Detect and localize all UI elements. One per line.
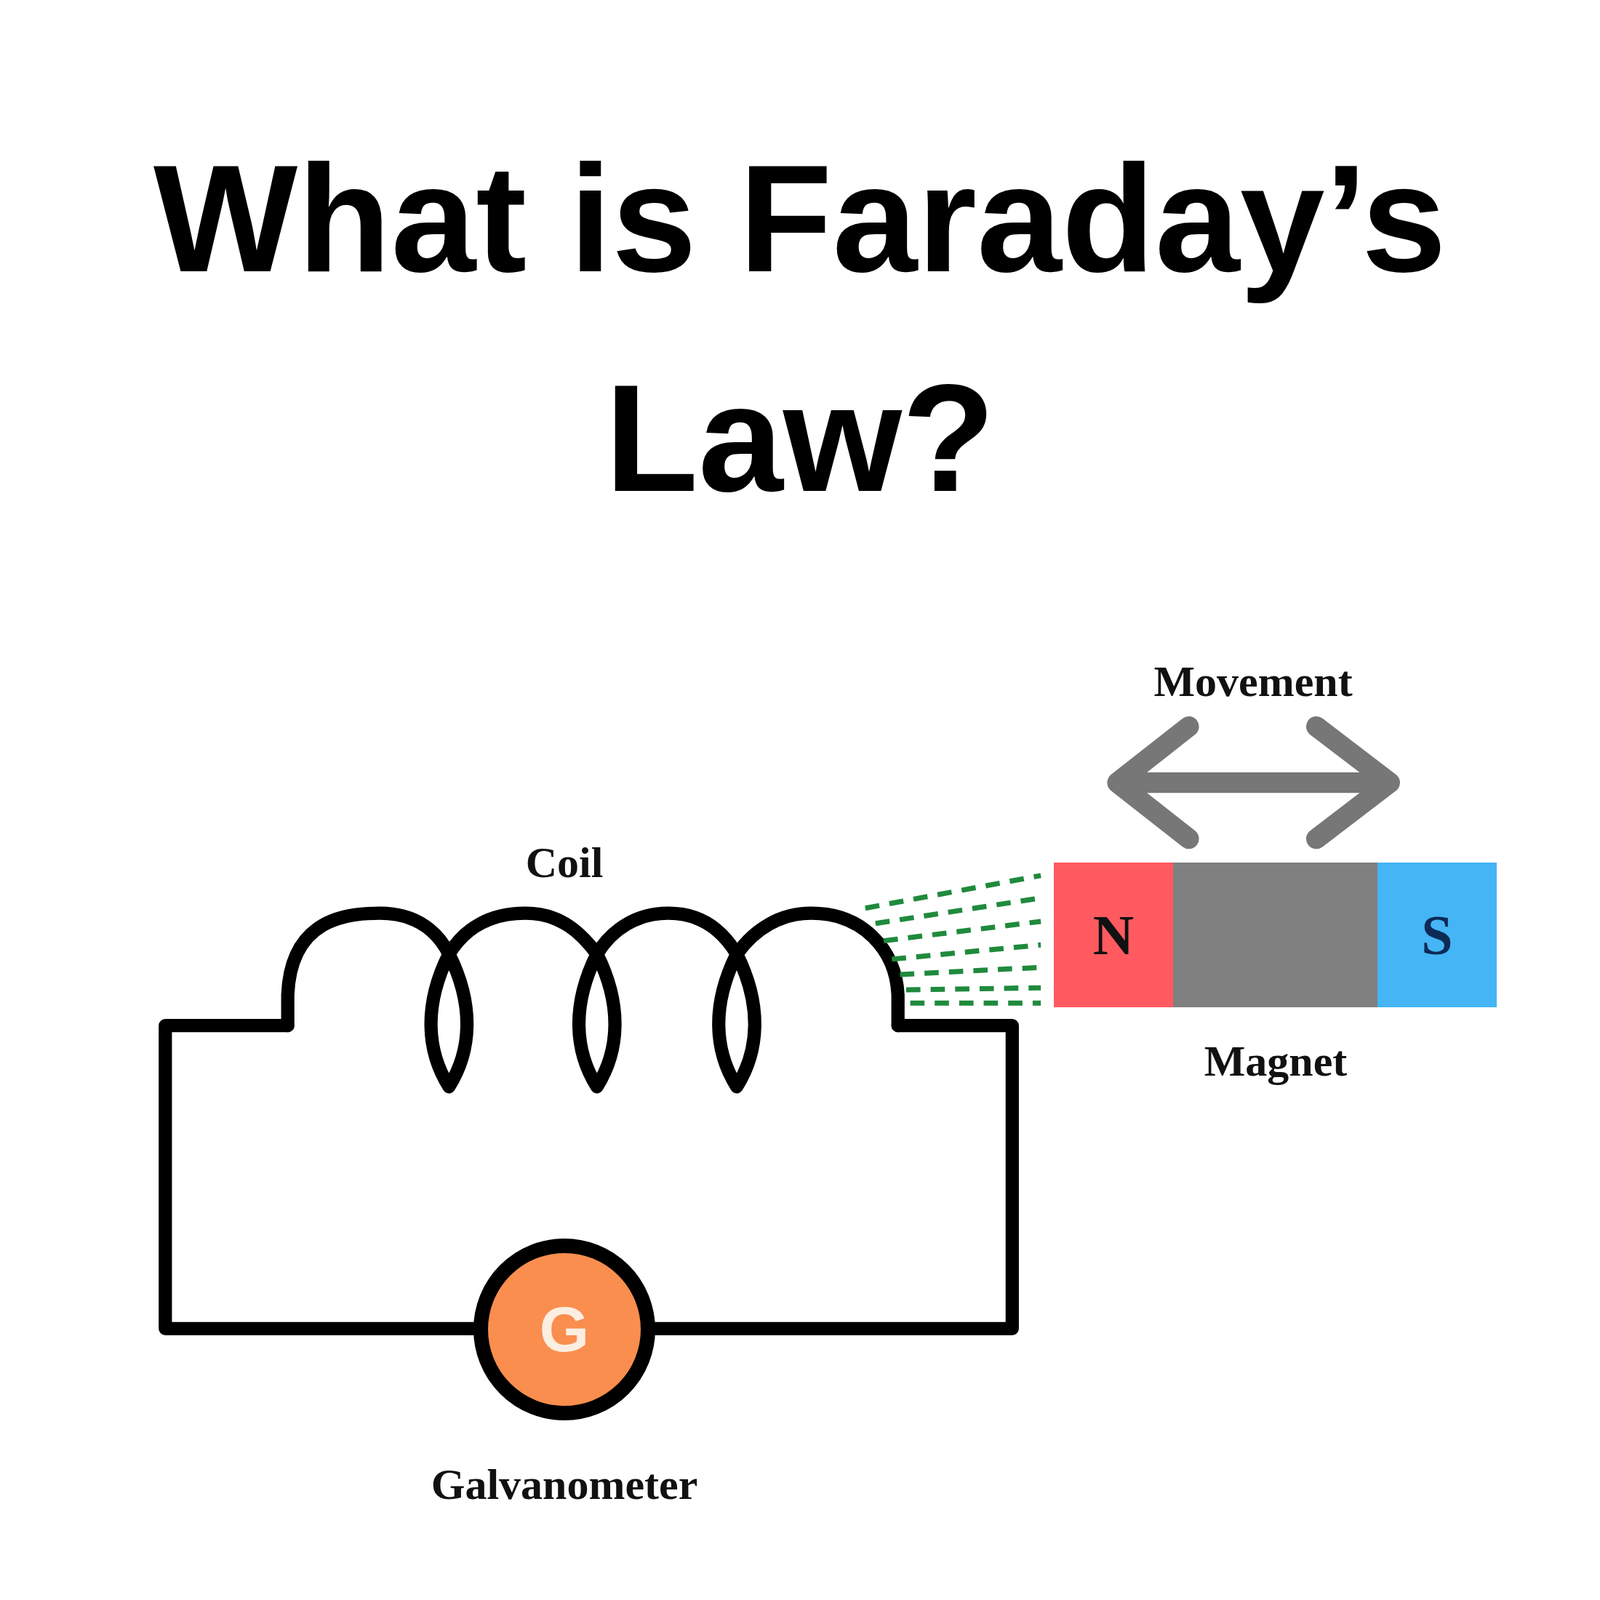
bar-magnet: NSMagnet (1053, 862, 1497, 1008)
pole-label: N (1093, 902, 1134, 968)
movement-arrow (1117, 726, 1390, 839)
magnet-section (1173, 862, 1378, 1008)
field-lines (865, 875, 1041, 1003)
meter-symbol: G (539, 1292, 590, 1367)
pole-label: S (1421, 902, 1453, 968)
part-label: Magnet (1204, 1036, 1348, 1087)
motion-label: Movement (1153, 656, 1352, 707)
part-label: Galvanometer (431, 1459, 699, 1510)
galvanometer: GGalvanometer (472, 1237, 656, 1422)
coil-winding (288, 913, 899, 1088)
diagram-title: What is Faraday’s Law? (72, 109, 1528, 549)
coil-label: Coil (525, 837, 604, 888)
